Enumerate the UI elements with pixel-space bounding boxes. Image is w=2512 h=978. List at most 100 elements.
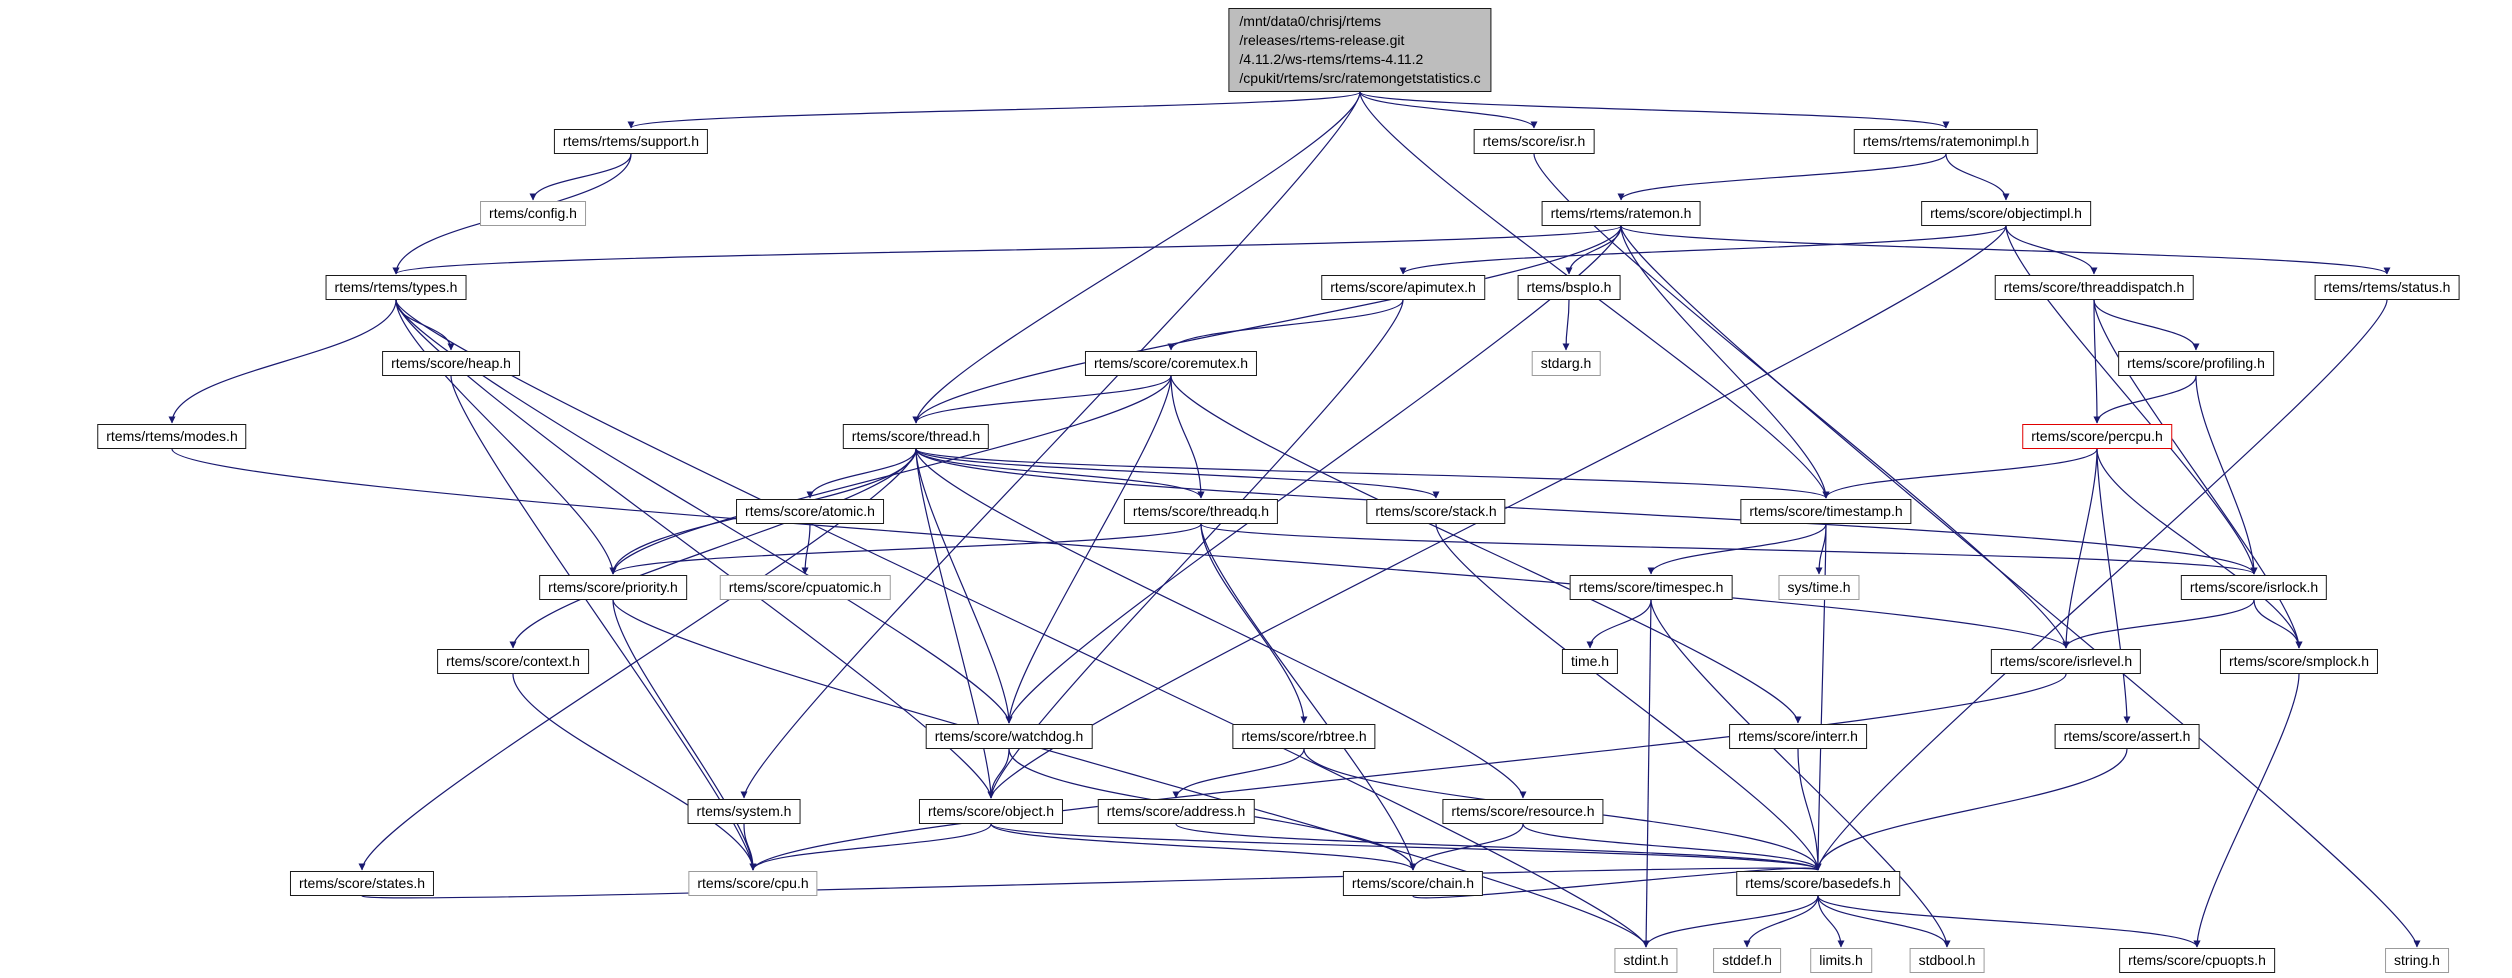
graph-node-label: rtems/score/cpuopts.h — [2128, 952, 2266, 968]
graph-node-rtems-rtems-status-h[interactable]: rtems/rtems/status.h — [2314, 275, 2460, 300]
graph-node-rtems-system-h[interactable]: rtems/system.h — [687, 799, 801, 824]
graph-node-rtems-score-context-h[interactable]: rtems/score/context.h — [437, 649, 589, 674]
include-edge-modes-to-isrlevel — [171, 448, 2070, 649]
include-edge-types-to-modes — [168, 299, 397, 424]
graph-node-rtems-score-rbtree-h[interactable]: rtems/score/rbtree.h — [1232, 724, 1376, 749]
graph-node-label: rtems/rtems/ratemonimpl.h — [1862, 133, 2030, 149]
graph-node-rtems-score-thread-h[interactable]: rtems/score/thread.h — [842, 424, 990, 449]
include-edge-stack-to-basedefs — [1435, 523, 1822, 871]
graph-node-rtems-score-percpu-h[interactable]: rtems/score/percpu.h — [2022, 424, 2172, 449]
graph-node-rtems-score-isrlock-h[interactable]: rtems/score/isrlock.h — [2180, 575, 2328, 600]
graph-node-rtems-rtems-ratemon-h[interactable]: rtems/rtems/ratemon.h — [1541, 201, 1701, 226]
include-edge-priority-to-stdint — [612, 599, 1650, 948]
graph-node-rtems-score-atomic-h[interactable]: rtems/score/atomic.h — [736, 499, 884, 524]
include-edge-thread-to-resource — [915, 448, 1527, 799]
graph-node-rtems-score-isrlevel-h[interactable]: rtems/score/isrlevel.h — [1990, 649, 2142, 674]
graph-node-time-h[interactable]: time.h — [1561, 649, 1619, 674]
graph-node-rtems-score-states-h[interactable]: rtems/score/states.h — [289, 871, 435, 896]
graph-node-stddef-h: stddef.h — [1713, 948, 1781, 973]
include-edge-thread-to-atomic — [806, 448, 917, 499]
graph-node-rtems-score-apimutex-h[interactable]: rtems/score/apimutex.h — [1321, 275, 1485, 300]
graph-node-label: rtems/score/smplock.h — [2228, 653, 2370, 669]
include-edge-thread-to-timestamp — [915, 448, 1830, 499]
include-edge-support-to-config — [529, 153, 632, 201]
include-edge-interr-to-basedefs — [1797, 748, 1822, 871]
graph-node-rtems-score-chain-h[interactable]: rtems/score/chain.h — [1342, 871, 1484, 896]
graph-node-rtems-score-threaddispatch-h[interactable]: rtems/score/threaddispatch.h — [1994, 275, 2194, 300]
graph-node-rtems-score-priority-h[interactable]: rtems/score/priority.h — [539, 575, 687, 600]
graph-node-label: sys/time.h — [1787, 579, 1851, 595]
graph-root-node-mnt-data0-chrisj-rtems-releases-rtems-release-git-4-11-2-ws-rtems-rtems-4-11-2-cpukit-rtems-src-ratemongetstatistics-c: /mnt/data0/chrisj/rtems/releases/rtems-r… — [1228, 8, 1492, 92]
graph-node-label: rtems/score/chain.h — [1351, 875, 1475, 891]
graph-node-label: rtems/score/address.h — [1106, 803, 1246, 819]
include-edge-percpu-to-assert — [2096, 448, 2131, 724]
include-edge-thread-to-watchdog — [915, 448, 1013, 724]
graph-node-rtems-score-profiling-h[interactable]: rtems/score/profiling.h — [2118, 351, 2274, 376]
graph-node-rtems-score-isr-h[interactable]: rtems/score/isr.h — [1473, 129, 1595, 154]
graph-node-rtems-score-assert-h[interactable]: rtems/score/assert.h — [2054, 724, 2200, 749]
graph-node-label: rtems/score/states.h — [298, 875, 426, 891]
include-edge-bspio-to-stdarg — [1562, 299, 1570, 351]
graph-node-rtems-bspio-h[interactable]: rtems/bspIo.h — [1517, 275, 1621, 300]
include-edge-root-to-support — [627, 91, 1361, 129]
graph-node-rtems-score-heap-h[interactable]: rtems/score/heap.h — [382, 351, 520, 376]
graph-node-rtems-rtems-modes-h[interactable]: rtems/rtems/modes.h — [97, 424, 247, 449]
graph-node-label: stdarg.h — [1540, 355, 1592, 371]
include-edge-assert-to-basedefs — [1814, 748, 2128, 871]
graph-node-label: rtems/rtems/types.h — [334, 279, 458, 295]
graph-node-rtems-score-timespec-h[interactable]: rtems/score/timespec.h — [1569, 575, 1733, 600]
graph-node-stdint-h: stdint.h — [1614, 948, 1678, 973]
graph-node-rtems-score-threadq-h[interactable]: rtems/score/threadq.h — [1123, 499, 1279, 524]
graph-node-string-h: string.h — [2385, 948, 2449, 973]
include-edge-timestamp-to-timespec — [1647, 523, 1827, 575]
include-edge-objectimpl-to-isrlock — [2005, 225, 2258, 575]
graph-node-rtems-rtems-types-h[interactable]: rtems/rtems/types.h — [325, 275, 467, 300]
include-edge-threaddispatch-to-smplock — [2093, 299, 2303, 649]
graph-node-rtems-score-watchdog-h[interactable]: rtems/score/watchdog.h — [925, 724, 1093, 749]
include-edge-ratemon-to-thread — [912, 225, 1622, 424]
include-edge-coremutex-to-watchdog — [1005, 375, 1172, 724]
graph-node-rtems-score-stack-h[interactable]: rtems/score/stack.h — [1366, 499, 1506, 524]
include-edge-root-to-isr — [1359, 91, 1538, 129]
graph-node-rtems-score-coremutex-h[interactable]: rtems/score/coremutex.h — [1084, 351, 1258, 376]
graph-node-label: rtems/rtems/modes.h — [106, 428, 238, 444]
graph-node-label: rtems/score/heap.h — [391, 355, 511, 371]
include-edge-ratemon-to-string — [1620, 225, 2421, 948]
graph-node-label: rtems/score/assert.h — [2063, 728, 2191, 744]
graph-node-label: rtems/score/cpuatomic.h — [728, 579, 882, 595]
include-edge-thread-to-stack — [915, 448, 1440, 499]
include-edge-address-to-basedefs — [1175, 823, 1822, 871]
include-edge-basedefs-to-stdbool — [1817, 895, 1951, 948]
graph-node-rtems-score-objectimpl-h[interactable]: rtems/score/objectimpl.h — [1921, 201, 2091, 226]
graph-node-rtems-score-address-h[interactable]: rtems/score/address.h — [1097, 799, 1255, 824]
graph-node-rtems-rtems-support-h[interactable]: rtems/rtems/support.h — [553, 129, 709, 154]
include-edge-percpu-to-isrlevel — [2062, 448, 2098, 649]
graph-node-label: string.h — [2394, 952, 2440, 968]
include-edge-status-to-basedefs — [1814, 299, 2388, 871]
graph-node-rtems-score-smplock-h[interactable]: rtems/score/smplock.h — [2219, 649, 2379, 674]
include-edge-types-to-priority — [395, 299, 617, 575]
graph-node-rtems-score-basedefs-h[interactable]: rtems/score/basedefs.h — [1736, 871, 1900, 896]
include-edge-thread-to-isrlock — [915, 448, 2258, 575]
graph-node-label: /4.11.2/ws-rtems/rtems-4.11.2 — [1239, 50, 1424, 67]
graph-node-label: rtems/score/timestamp.h — [1749, 503, 1903, 519]
graph-node-rtems-score-timestamp-h[interactable]: rtems/score/timestamp.h — [1740, 499, 1912, 524]
graph-node-rtems-score-cpuopts-h[interactable]: rtems/score/cpuopts.h — [2119, 948, 2275, 973]
include-edge-ratemon-to-status — [1620, 225, 2391, 275]
graph-node-label: rtems/config.h — [489, 205, 577, 221]
graph-node-rtems-score-cpuatomic-h: rtems/score/cpuatomic.h — [719, 575, 891, 600]
include-edge-types-to-object — [395, 299, 995, 799]
graph-node-label: rtems/score/apimutex.h — [1330, 279, 1476, 295]
graph-node-label: stdbool.h — [1918, 952, 1976, 968]
graph-node-rtems-score-object-h[interactable]: rtems/score/object.h — [918, 799, 1064, 824]
graph-node-rtems-score-resource-h[interactable]: rtems/score/resource.h — [1442, 799, 1604, 824]
include-edge-timespec-to-stdint — [1642, 599, 1652, 948]
graph-node-rtems-score-cpu-h: rtems/score/cpu.h — [688, 871, 818, 896]
graph-node-rtems-rtems-ratemonimpl-h[interactable]: rtems/rtems/ratemonimpl.h — [1853, 129, 2039, 154]
include-edge-apimutex-to-object — [987, 299, 1404, 799]
include-edge-timestamp-to-basedefs — [1814, 523, 1827, 871]
graph-node-rtems-score-interr-h[interactable]: rtems/score/interr.h — [1729, 724, 1867, 749]
include-edge-heap-to-cpu — [450, 375, 757, 871]
